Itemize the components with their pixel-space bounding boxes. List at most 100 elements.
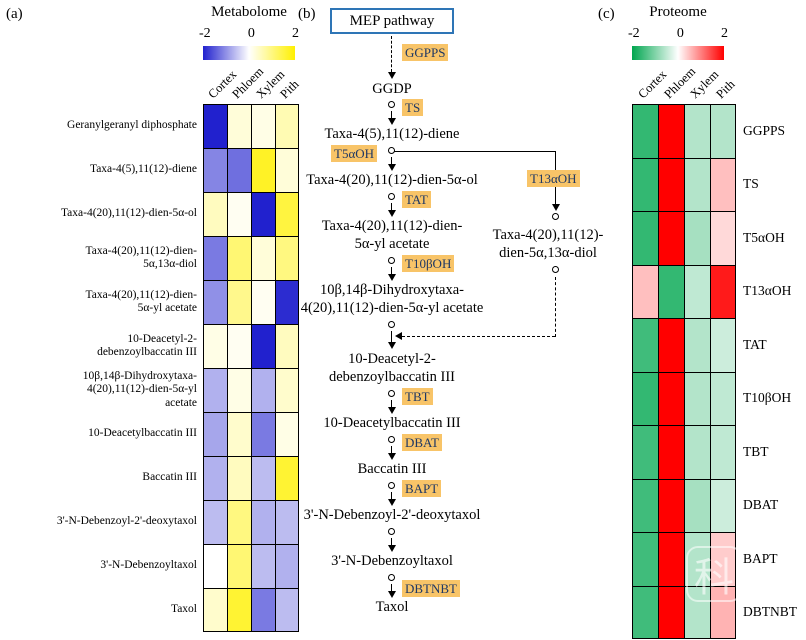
heatmap-cell [632,478,658,532]
heatmap-row: Taxa-4(20),11(12)-dien-5α,13α-diol [0,236,299,280]
node-circle [388,147,395,154]
flow-line [391,157,392,166]
metabolome-title: Metabolome [211,4,287,20]
heatmap-cell [710,157,736,211]
node-circle [388,101,395,108]
heatmap-cell [203,368,227,412]
node-circle [388,436,395,443]
heatmap-row: TAT [632,318,797,372]
heatmap-cell [710,371,736,425]
heatmap-cell [632,585,658,639]
row-label: DBTNBT [743,604,797,620]
heatmap-cell [684,371,710,425]
heatmap-cell [658,371,684,425]
row-label: Taxa-4(5),11(12)-diene [89,163,197,176]
flow-line [391,400,392,409]
heatmap-cell [227,192,251,236]
arrow-down-icon [388,545,396,552]
heatmap-cell [227,236,251,280]
heatmap-cell [251,280,275,324]
heatmap-cell [203,324,227,368]
heatmap-cell [710,425,736,479]
branch-dashed-line [402,336,555,337]
panel-c-label: (c) [598,6,615,22]
heatmap-cell [227,544,251,588]
heatmap-cell [710,318,736,372]
heatmap-cell [632,425,658,479]
metabolite-baccatin: Baccatin III [357,461,427,477]
heatmap-cell [203,280,227,324]
heatmap-cell [275,368,299,412]
heatmap-row: TS [632,157,797,211]
heatmap-cell [203,412,227,456]
heatmap-cell [251,500,275,544]
heatmap-cell [251,544,275,588]
row-label: 3'-N-Debenzoyltaxol [100,559,197,572]
heatmap-cell [658,264,684,318]
heatmap-cell [227,588,251,632]
heatmap-cell [203,148,227,192]
arrow-down-icon [388,118,396,125]
heatmap-cell [275,192,299,236]
proteome-title: Proteome [649,4,707,20]
heatmap-cell [275,456,299,500]
heatmap-cell [684,532,710,586]
colorbar-tick: 2 [720,26,728,41]
heatmap-cell [684,318,710,372]
row-label: T5αOH [743,229,785,245]
metabolite-deoxytaxol: 3'-N-Debenzoyl-2'-deoxytaxol [303,507,481,523]
row-label: 3'-N-Debenzoyl-2'-deoxytaxol [56,515,197,528]
row-label: TBT [743,443,769,459]
heatmap-row: DBTNBT [632,585,797,639]
heatmap-cell [251,236,275,280]
heatmap-cell [275,588,299,632]
heatmap-row: T10βOH [632,371,797,425]
arrow-down-icon [388,72,396,79]
row-label: Baccatin III [142,471,197,484]
colorbar-tick: 0 [676,26,684,41]
flow-line [391,584,392,593]
heatmap-cell [710,585,736,639]
heatmap-cell [710,104,736,158]
heatmap-row: Taxa-4(20),11(12)-dien-5α-ol [0,192,299,236]
colorbar-tick: -2 [199,26,211,41]
flow-line [391,331,392,344]
heatmap-cell [275,544,299,588]
heatmap-cell [658,425,684,479]
row-label: 10-Deacetylbaccatin III [88,427,197,440]
metabolite-diol-line2: dien-5α,13α-diol [499,245,597,261]
mep-pathway-box: MEP pathway [330,8,454,34]
heatmap-cell [684,425,710,479]
row-label: BAPT [743,550,778,566]
heatmap-cell [684,104,710,158]
heatmap-row: GGPPS [632,104,797,158]
heatmap-cell [227,500,251,544]
heatmap-cell [710,211,736,265]
heatmap-cell [684,585,710,639]
row-label: Taxol [170,603,197,616]
enzyme-t5aoh-label: T5αOH [331,145,378,162]
heatmap-cell [658,104,684,158]
heatmap-cell [227,368,251,412]
heatmap-cell [251,412,275,456]
heatmap-cell [632,371,658,425]
heatmap-cell [275,148,299,192]
heatmap-cell [251,456,275,500]
heatmap-row: 10β,14β-Dihydroxytaxa-4(20),11(12)-dien-… [0,368,299,412]
heatmap-row: T5αOH [632,211,797,265]
proteome-colorbar [632,46,724,60]
heatmap-cell [632,318,658,372]
heatmap-row: 10-Deacetyl-2-debenzoylbaccatin III [0,324,299,368]
node-circle [552,213,559,220]
heatmap-row: Taxa-4(5),11(12)-diene [0,148,299,192]
heatmap-row: 10-Deacetylbaccatin III [0,412,299,456]
metabolite-acetate-line2: 5α-yl acetate [354,236,430,252]
heatmap-cell [203,104,227,148]
heatmap-cell [632,211,658,265]
node-circle [388,193,395,200]
enzyme-ts-label: TS [402,99,424,116]
arrow-down-icon [552,204,560,211]
